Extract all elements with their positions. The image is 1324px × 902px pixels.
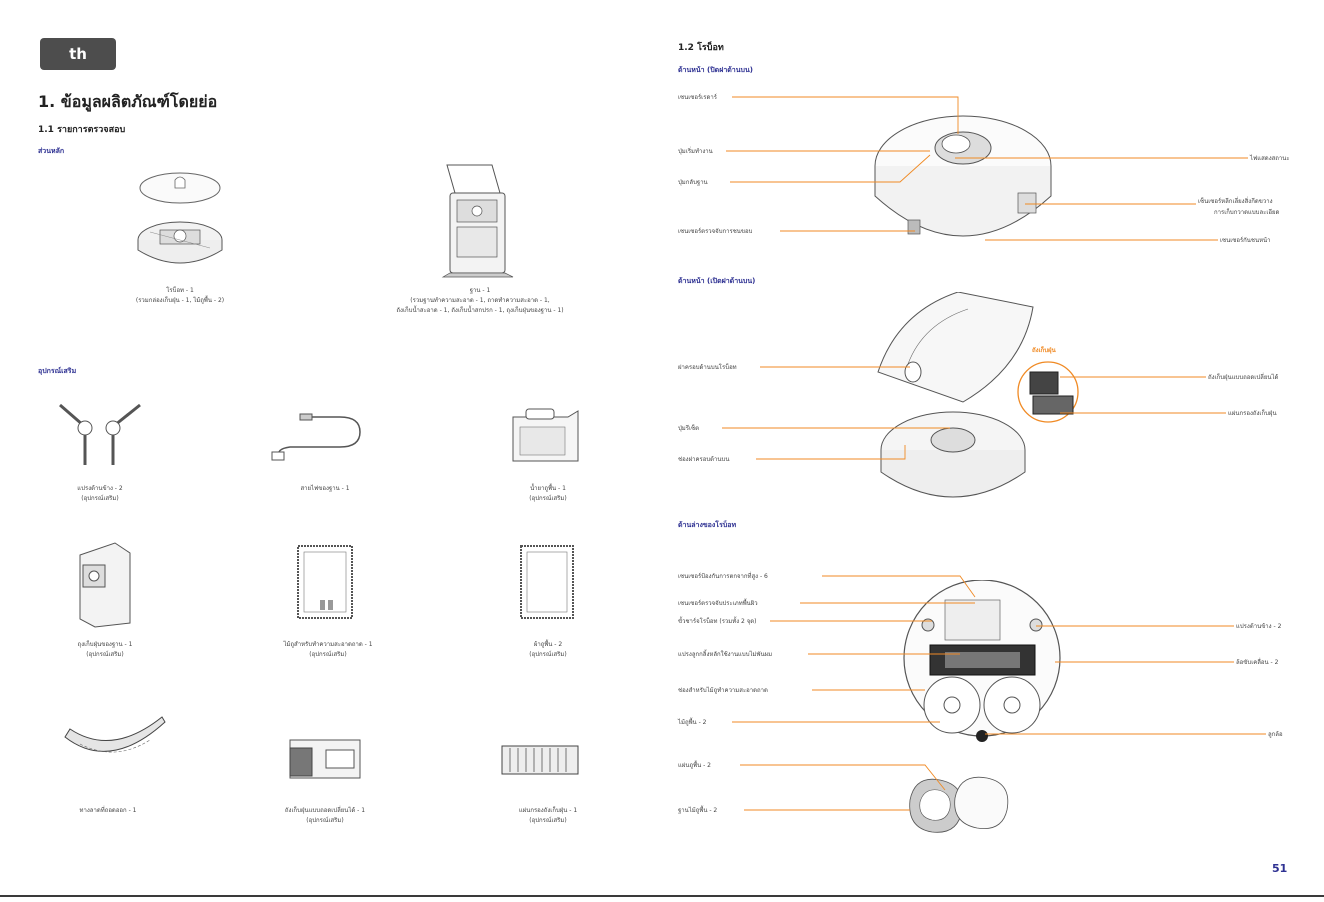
mop-base-illustration (909, 776, 1009, 833)
page-number: 51 (1272, 862, 1288, 875)
label-cliff-sensor: เซนเซอร์ป้องกันการตกจากที่สูง - 6 (678, 573, 768, 580)
robot-bottom-view-illustration (903, 580, 1061, 742)
label-obstacle-sensor: เซ็นเซอร์หลีกเลี่ยงสิ่งกีดขวาง (1198, 198, 1273, 205)
section-title-robot: 1.2 โรบ็อท (678, 43, 724, 53)
label-fine-cleaning: การเก็บกวาดแบบละเอียด (1214, 209, 1280, 216)
bottom-rule (0, 895, 1324, 897)
label-drive-wheels: ล้อขับเคลื่อน - 2 (1236, 659, 1279, 666)
label-start-button: ปุ่มเริ่มทำงาน (678, 148, 713, 155)
label-cover-slot: ช่องฝาครอบด้านบน (678, 456, 730, 463)
bottom-view-heading: ด้านล่างของโรบ็อท (678, 521, 737, 529)
label-mop-base: ฐานไม้ถูพื้น - 2 (678, 807, 718, 814)
ramp-icon (64, 716, 166, 753)
top-view-heading: ด้านหน้า (ปิดฝาด้านบน) (678, 66, 753, 74)
callout-dustbin: ถังเก็บฝุ่น (1032, 347, 1056, 354)
dust-bag-icon (79, 542, 131, 628)
dustbin-module-icon (289, 739, 361, 779)
accessories-heading: อุปกรณ์เสริม (38, 367, 77, 375)
label-top-cover: ฝาครอบด้านบนโรบ็อท (678, 364, 737, 371)
label-main-brush: แปรงลูกกลิ้งหลักใช้งานแบบไม่พันผม (678, 651, 773, 658)
robot-top-view-illustration (874, 115, 1052, 237)
accessory-caption-power-cord: สายไฟของฐาน - 1 (300, 485, 350, 492)
label-radar-sensor: เซนเซอร์เรดาร์ (678, 94, 717, 101)
accessory-caption-dustbin-module: ถังเก็บฝุ่นแบบถอดเปลี่ยนได้ - 1(อุปกรณ์เ… (284, 807, 366, 824)
accessory-caption-water-tank: น้ำยาถูพื้น - 1(อุปกรณ์เสริม) (529, 485, 567, 502)
side-brush-icon (59, 403, 141, 465)
cleaning-pad-icon (297, 545, 353, 619)
accessory-caption-mop-cloth: ผ้าถูพื้น - 2(อุปกรณ์เสริม) (529, 641, 567, 658)
chapter-title: 1. ข้อมูลผลิตภัณฑ์โดยย่อ (38, 92, 218, 111)
label-mops: ไม้ถูพื้น - 2 (678, 719, 707, 726)
label-mop-pads: แผ่นถูพื้น - 2 (678, 762, 711, 769)
accessory-caption-dust-bag: ถุงเก็บฝุ่นของฐาน - 1(อุปกรณ์เสริม) (77, 641, 133, 658)
label-side-brushes: แปรงด้านข้าง - 2 (1236, 623, 1282, 630)
filter-icon (501, 745, 579, 775)
base-caption: ฐาน - 1(รวมฐานทำความสะอาด - 1, ถาดทำความ… (396, 287, 564, 314)
label-status-light: ไฟแสดงสถานะ (1250, 155, 1290, 162)
accessory-caption-side-brush: แปรงด้านข้าง - 2(อุปกรณ์เสริม) (77, 485, 123, 502)
label-front-bumper: เซนเซอร์กันชนหน้า (1220, 237, 1271, 244)
accessory-caption-cleaning-pad: ไม้ถูสำหรับทำความสะอาดถาด - 1(อุปกรณ์เสร… (283, 641, 373, 658)
robot-exploded-illustration (137, 172, 223, 264)
label-dustbin-filter: แผ่นกรองถังเก็บฝุ่น (1228, 410, 1277, 417)
robot-open-view-illustration (877, 292, 1079, 498)
accessory-caption-ramp: ทางลาดที่ถอดออก - 1 (79, 807, 137, 814)
label-cleaning-pad-slot: ช่องสำหรับไม้ถูทำความสะอาดถาด (678, 687, 768, 694)
base-station-illustration (441, 164, 514, 278)
label-dock-button: ปุ่มกลับฐาน (678, 179, 708, 186)
mop-cloth-icon (520, 545, 574, 619)
robot-caption: โรบ็อท - 1(รวมกล่องเก็บฝุ่น - 1, ไม้ถูพื… (135, 287, 225, 304)
power-cord-icon (271, 413, 361, 461)
main-unit-heading: ส่วนหลัก (38, 147, 65, 155)
water-tank-icon (512, 408, 579, 462)
label-removable-dustbin: ถังเก็บฝุ่นแบบถอดเปลี่ยนได้ (1208, 374, 1279, 381)
label-reset-button: ปุ่มรีเซ็ต (678, 425, 700, 432)
language-badge: th (40, 38, 116, 70)
label-charging-contacts: ขั้วชาร์จโรบ็อท (รวมทั้ง 2 จุด) (678, 618, 757, 625)
label-caster: ลูกล้อ (1268, 731, 1283, 738)
label-floor-sensor: เซนเซอร์ตรวจจับประเภทพื้นผิว (678, 600, 758, 607)
section-title-checklist: 1.1 รายการตรวจสอบ (38, 125, 126, 135)
open-view-heading: ด้านหน้า (เปิดฝาด้านบน) (678, 277, 756, 285)
label-edge-sensor: เซนเซอร์ตรวจจับการชนขอบ (678, 228, 753, 235)
accessory-caption-filter: แผ่นกรองถังเก็บฝุ่น - 1(อุปกรณ์เสริม) (518, 807, 578, 824)
